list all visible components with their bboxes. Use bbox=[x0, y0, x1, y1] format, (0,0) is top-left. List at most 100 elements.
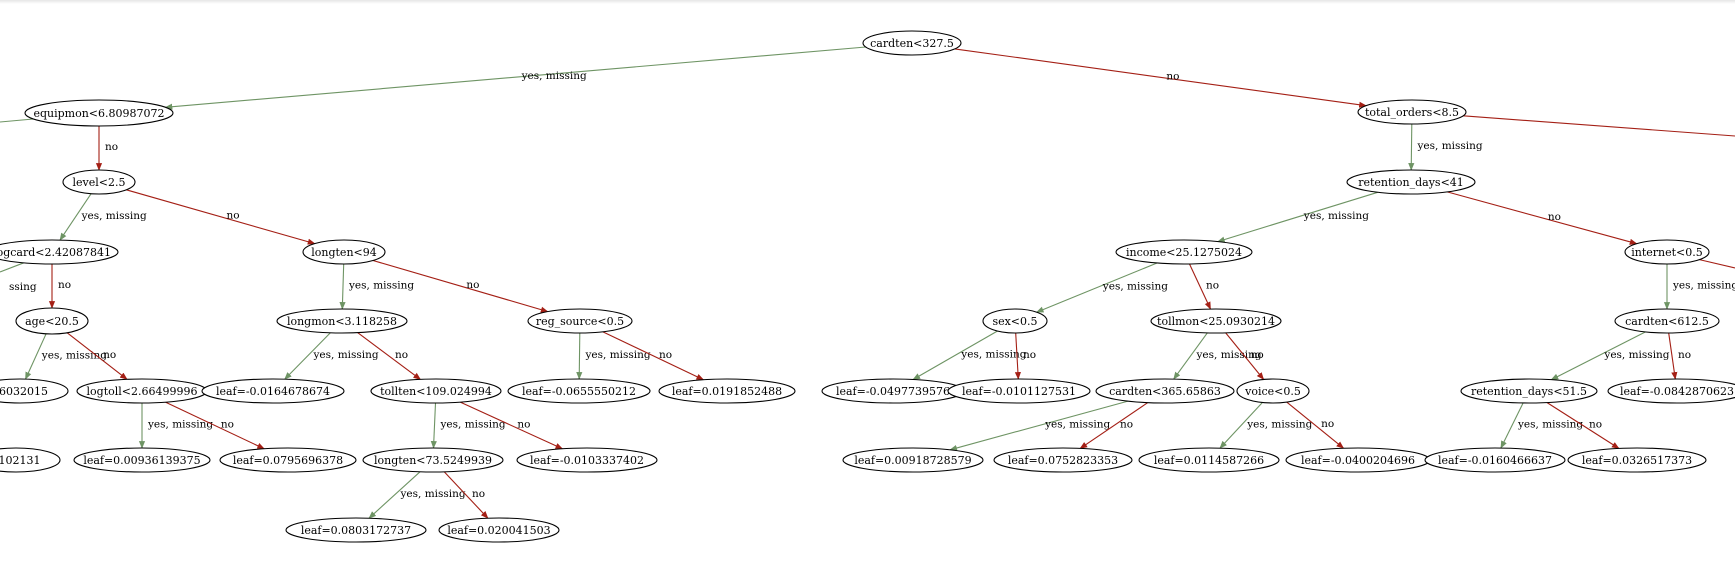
node-ellipse bbox=[302, 239, 386, 265]
node-ellipse bbox=[1357, 99, 1467, 125]
edge-label-n-internet-yes: yes, missing bbox=[1672, 280, 1735, 292]
node-label: reg_source<0.5 bbox=[536, 315, 624, 328]
node-ellipse bbox=[438, 517, 560, 543]
edge-label-n-longten94-no: no bbox=[466, 279, 479, 291]
node-label: leaf=-0.0400204696 bbox=[1301, 454, 1415, 467]
node-ellipse bbox=[285, 517, 427, 543]
edge-label-n-cardten365-no: no bbox=[1120, 419, 1133, 431]
edge-label-n-level-yes: yes, missing bbox=[81, 210, 147, 222]
edge-yes-n-tollmon-to-n-cardten365 bbox=[1173, 332, 1208, 380]
node-label: leaf=-0.0164678674 bbox=[216, 385, 330, 398]
edge-label-n-equipmon-no: no bbox=[105, 141, 118, 153]
edge-label-n-longmon-no: no bbox=[395, 349, 408, 361]
node-ellipse bbox=[276, 308, 408, 334]
split-node-n-cardten-327: cardten<327.5 bbox=[862, 30, 962, 56]
split-node-n-cardten365: cardten<365.65863 bbox=[1095, 378, 1235, 404]
edge-label-n-tollmon-yes: yes, missing bbox=[1196, 349, 1262, 361]
split-node-n-sex: sex<0.5 bbox=[982, 308, 1048, 334]
node-label: age<20.5 bbox=[25, 315, 79, 328]
edge-yes-n-retention41-to-n-income bbox=[1217, 191, 1378, 243]
edge-label-n-cardten365-yes: yes, missing bbox=[1044, 419, 1110, 431]
node-ellipse bbox=[62, 169, 136, 195]
node-ellipse bbox=[1095, 378, 1235, 404]
leaf-node-n-leaf-020041503: leaf=0.020041503 bbox=[438, 517, 560, 543]
node-label: leaf=-0.0842870623 bbox=[1620, 385, 1734, 398]
leaf-node-n-leaf-0842870623: leaf=-0.0842870623 bbox=[1607, 378, 1735, 404]
edge-yes-n-logcard-to-offscreen-left bbox=[0, 262, 24, 273]
edge-yes-n-cardten612-to-n-retention51 bbox=[1550, 331, 1646, 381]
node-label: leaf=0.0191852488 bbox=[672, 385, 782, 398]
split-node-n-reg-source: reg_source<0.5 bbox=[527, 308, 633, 334]
edge-label-n-age-no: no bbox=[103, 349, 116, 361]
node-ellipse bbox=[982, 308, 1048, 334]
node-label: internet<0.5 bbox=[1631, 246, 1703, 259]
node-ellipse bbox=[0, 239, 119, 265]
node-ellipse bbox=[1150, 308, 1282, 334]
split-node-n-income: income<25.1275024 bbox=[1115, 239, 1253, 265]
split-node-n-cardten612: cardten<612.5 bbox=[1614, 308, 1720, 334]
node-label: total_orders<8.5 bbox=[1365, 106, 1459, 119]
edge-no-n-reg-source-to-n-leaf-0191852488 bbox=[602, 331, 705, 381]
edge-yes-n-cardten365-to-n-leaf-00918728579 bbox=[949, 400, 1129, 451]
node-label: leaf=-0.0160466637 bbox=[1438, 454, 1552, 467]
node-label: leaf=0.0326517373 bbox=[1582, 454, 1692, 467]
edge-no-n-cardten365-to-n-leaf-0752823353 bbox=[1079, 402, 1149, 449]
node-ellipse bbox=[219, 447, 357, 473]
edge-no-n-cardten-327-to-n-total-orders bbox=[954, 48, 1367, 108]
node-label: leaf=0.0795696378 bbox=[233, 454, 343, 467]
edge-no-n-logtoll-to-n-leaf-0795696378 bbox=[165, 401, 265, 450]
edge-label-n-longten73-yes: yes, missing bbox=[400, 488, 466, 500]
node-label: leaf=-0.0103337402 bbox=[530, 454, 644, 467]
node-label: leaf=0.0114587266 bbox=[1154, 454, 1264, 467]
node-label: level<2.5 bbox=[73, 176, 126, 189]
node-ellipse bbox=[370, 378, 502, 404]
split-node-n-longmon: longmon<3.118258 bbox=[276, 308, 408, 334]
leaf-node-n-leaf-00918728579: leaf=0.00918728579 bbox=[842, 447, 984, 473]
split-node-n-longten73: longten<73.5249939 bbox=[362, 447, 504, 473]
edge-label-n-retention41-yes: yes, missing bbox=[1303, 210, 1369, 222]
node-ellipse bbox=[24, 99, 174, 127]
node-ellipse bbox=[0, 378, 69, 404]
edge-no-n-income-to-n-tollmon bbox=[1189, 263, 1211, 310]
leaf-node-n-leaf-0326517373: leaf=0.0326517373 bbox=[1567, 447, 1707, 473]
edge-label-n-voice-yes: yes, missing bbox=[1246, 418, 1312, 430]
edge-label-n-tollten-yes: yes, missing bbox=[440, 419, 506, 431]
split-node-n-logcard: logcard<2.42087841 bbox=[0, 239, 119, 265]
node-label: logcard<2.42087841 bbox=[0, 246, 111, 259]
edge-yes-n-voice-to-n-leaf-0114587266 bbox=[1219, 402, 1263, 449]
node-ellipse bbox=[1138, 447, 1280, 473]
edge-yes-n-longmon-to-n-leaf-0164678674 bbox=[284, 332, 331, 380]
edge-label-n-logtoll-yes: yes, missing bbox=[147, 419, 213, 431]
edge-label-n-retention41-no: no bbox=[1548, 211, 1561, 223]
split-node-n-retention41: retention_days<41 bbox=[1346, 169, 1476, 195]
edge-label-n-retention51-no: no bbox=[1589, 419, 1602, 431]
split-node-n-total-orders: total_orders<8.5 bbox=[1357, 99, 1467, 125]
edge-label-n-voice-no: no bbox=[1321, 418, 1334, 430]
split-node-n-tollten: tollten<109.024994 bbox=[370, 378, 502, 404]
node-label: leaf=-0.0497739576 bbox=[836, 385, 950, 398]
edge-no-n-tollmon-to-n-voice bbox=[1225, 332, 1265, 380]
edge-label-n-tollten-no: no bbox=[517, 418, 530, 430]
edge-label-n-cardten612-yes: yes, missing bbox=[1603, 349, 1669, 361]
split-node-n-logtoll: logtoll<2.66499996 bbox=[76, 378, 208, 404]
edge-yes-n-tollten-to-n-longten73 bbox=[430, 402, 437, 449]
node-ellipse bbox=[516, 447, 658, 473]
edge-yes-n-income-to-n-sex bbox=[1035, 262, 1158, 313]
node-ellipse bbox=[15, 307, 89, 335]
leaf-node-n-leaf-0400204696: leaf=-0.0400204696 bbox=[1285, 447, 1431, 473]
node-ellipse bbox=[527, 308, 633, 334]
node-ellipse bbox=[1607, 378, 1735, 404]
edge-no-n-longten73-to-n-leaf-020041503 bbox=[443, 471, 489, 519]
node-label: leaf=0.00918728579 bbox=[854, 454, 971, 467]
node-ellipse bbox=[1624, 239, 1710, 265]
edge-yes-n-longten94-to-n-longmon bbox=[339, 263, 346, 310]
node-ellipse bbox=[0, 447, 61, 473]
node-label: leaf=-0.0655550212 bbox=[522, 385, 636, 398]
node-label: retention_days<41 bbox=[1358, 176, 1464, 189]
edge-label-n-retention51-yes: yes, missing bbox=[1517, 419, 1583, 431]
edge-label-n-longten73-no: no bbox=[472, 488, 485, 500]
node-label: leaf=-0.0101127531 bbox=[962, 385, 1076, 398]
